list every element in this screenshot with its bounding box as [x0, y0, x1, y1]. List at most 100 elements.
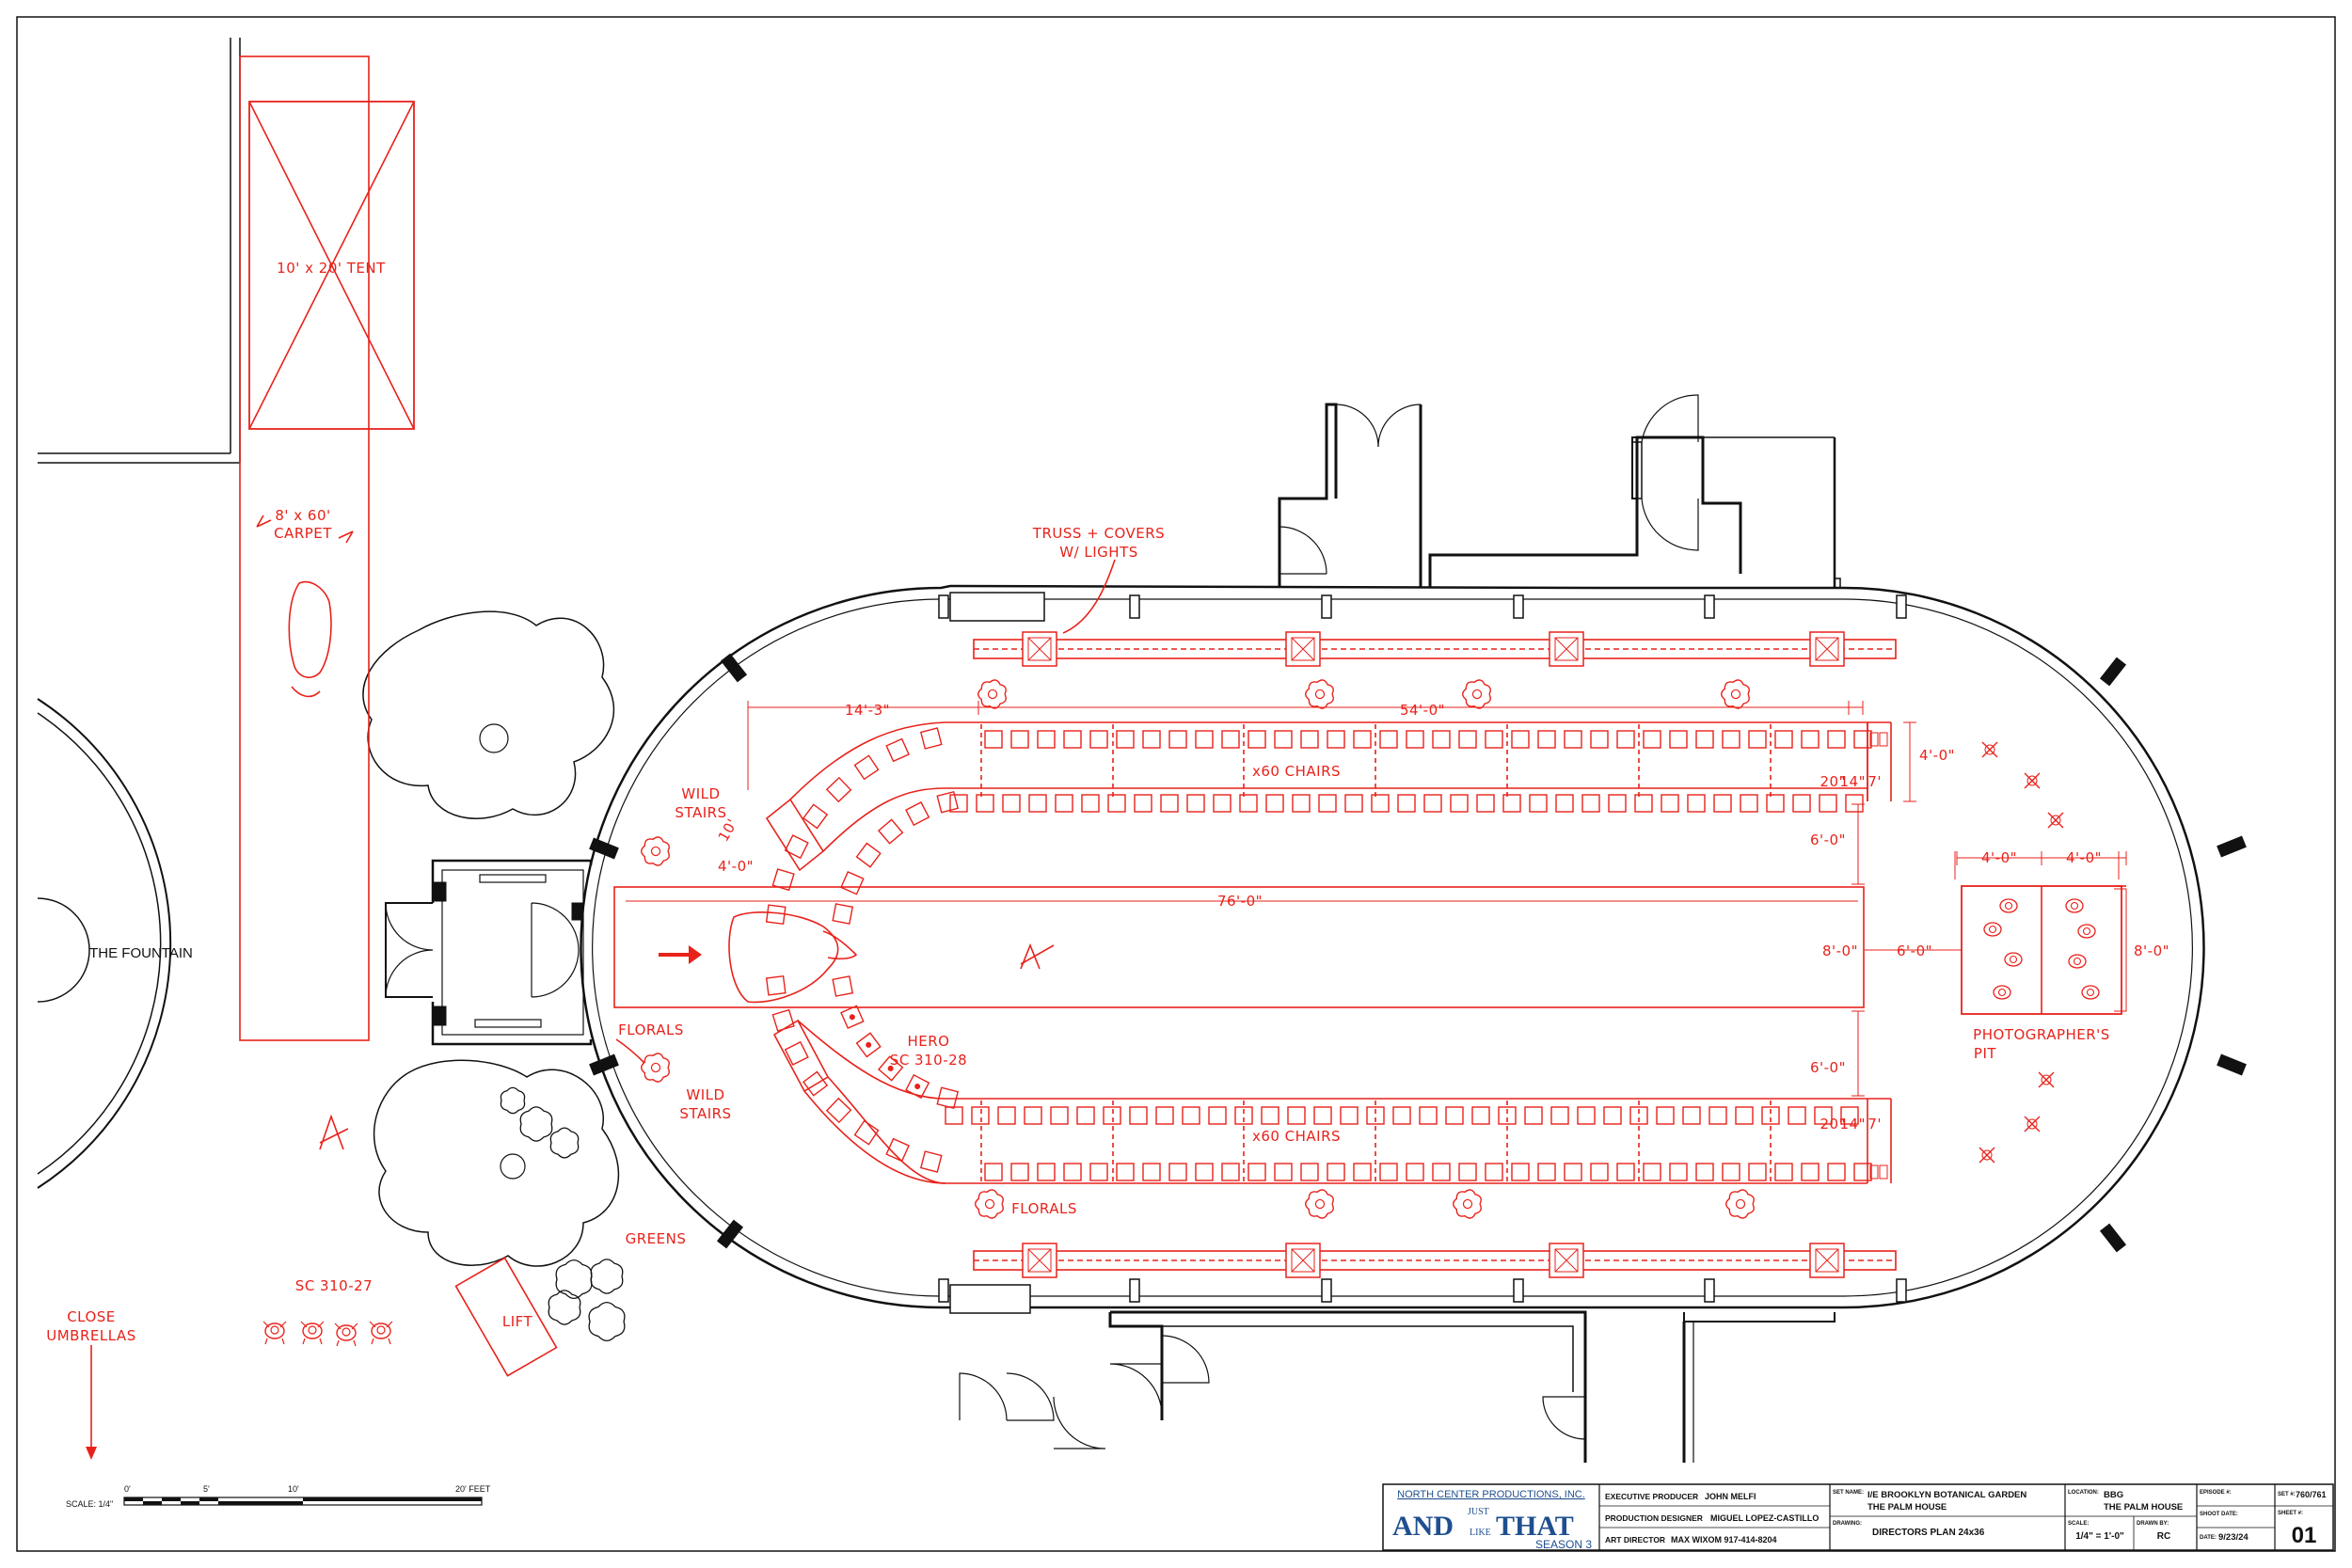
floral: [641, 1053, 670, 1083]
chair: [1300, 730, 1319, 749]
chair: [1502, 794, 1521, 813]
chair: [1722, 1163, 1740, 1181]
chair: [1353, 730, 1372, 749]
tent-label: 10' x 20' TENT: [277, 260, 386, 277]
drawn-by-label: DRAWN BY:: [2137, 1521, 2169, 1527]
dim-54-0: 54'-0": [1400, 702, 1445, 719]
figure-head: [342, 1327, 351, 1337]
scale-tick-20: 20' FEET: [455, 1484, 491, 1494]
photographer-figure: [1983, 922, 2002, 937]
date-value: 9/23/24: [2218, 1532, 2249, 1543]
chair: [1406, 1163, 1424, 1181]
set-name-2: THE PALM HOUSE: [1867, 1502, 1947, 1513]
floral: [1305, 679, 1334, 709]
chair: [1581, 794, 1600, 813]
chair-end: [1879, 1164, 1888, 1180]
truss-label-1: TRUSS + COVERS: [1032, 525, 1165, 542]
figure-limbs: [369, 1321, 393, 1345]
drawing-label: DRAWING:: [1833, 1521, 1862, 1527]
photographer-figure: [2081, 985, 2100, 1000]
floral-center: [1314, 689, 1326, 700]
chair-box: [803, 803, 829, 830]
chair: [1010, 1163, 1029, 1181]
stair-chair: [832, 975, 854, 997]
chair: [1748, 730, 1767, 749]
episode-label: EPISODE #:: [2200, 1490, 2232, 1496]
dim-4-0-pit-b: 4'-0": [2066, 849, 2102, 866]
dim-8-0-pit: 8'-0": [2134, 942, 2169, 959]
chair: [1160, 794, 1179, 813]
dim-6-0-bot: 6'-0": [1810, 1059, 1846, 1076]
chair: [976, 794, 994, 813]
photographers-label-2: PIT: [1974, 1045, 1996, 1062]
prod-designer: MIGUEL LOPEZ-CASTILLO: [1710, 1513, 1819, 1523]
bush: [519, 1106, 553, 1142]
stair-chair: [765, 974, 787, 996]
chair: [1234, 1106, 1253, 1125]
photographer-figure: [2065, 898, 2084, 913]
chair-box: [771, 1008, 795, 1032]
scale-tick-5: 5': [203, 1484, 210, 1494]
chair: [1318, 794, 1337, 813]
truss-cross: [1815, 637, 1839, 661]
dim-4-0-pit-a: 4'-0": [1981, 849, 2017, 866]
chair: [1682, 1106, 1701, 1125]
chair: [1616, 1163, 1635, 1181]
chair: [1740, 794, 1758, 813]
stair-chair: [855, 842, 882, 868]
hero-chair: [877, 1055, 904, 1082]
chair: [1827, 1163, 1846, 1181]
chair: [1458, 730, 1477, 749]
chair: [1708, 1106, 1727, 1125]
drawing-title: DIRECTORS PLAN 24x36: [1872, 1528, 1985, 1538]
chair: [1845, 794, 1864, 813]
chair: [1379, 730, 1398, 749]
extra-figure: [334, 1323, 358, 1347]
floral-center: [650, 1062, 661, 1073]
sc-310-27-label: SC 310-27: [295, 1277, 373, 1294]
photographer-body: [1993, 985, 2011, 1000]
figure-head: [308, 1325, 317, 1335]
chair-box: [765, 974, 787, 996]
chair: [1024, 1106, 1042, 1125]
chair: [1103, 1106, 1121, 1125]
chair: [1564, 730, 1582, 749]
chair-box: [784, 834, 809, 860]
dim-14-bot: 14": [1840, 1116, 1867, 1132]
chair: [1116, 730, 1135, 749]
chair: [1340, 1106, 1359, 1125]
lamp-mark: [1981, 741, 1998, 758]
bush: [590, 1259, 624, 1294]
photographer-figure: [1999, 898, 2018, 913]
bush: [588, 1301, 626, 1342]
logo-season: SEASON 3: [1535, 1538, 1592, 1551]
stair-chair: [840, 870, 865, 895]
wild-stairs-top-1: WILD: [681, 785, 720, 802]
dim-4-0-left: 4'-0": [718, 858, 754, 875]
scale-label: SCALE:: [2068, 1521, 2089, 1527]
chair: [1853, 730, 1872, 749]
chair: [1313, 1106, 1332, 1125]
stair-chair: [919, 727, 943, 750]
photographer-body: [2081, 985, 2100, 1000]
chair: [1827, 730, 1846, 749]
stair-chair: [765, 904, 787, 926]
chair: [997, 1106, 1016, 1125]
carpet-runner: [239, 55, 370, 1041]
stair-chair: [771, 1008, 795, 1032]
hero-chair: [840, 1005, 865, 1030]
floral-center: [984, 1198, 995, 1210]
floral: [1725, 1189, 1755, 1219]
truss-cross: [1554, 637, 1579, 661]
floral-outline: [641, 836, 670, 866]
photographer-head: [2086, 988, 2095, 997]
chair: [1555, 794, 1574, 813]
truss-box-inner: [1027, 1248, 1052, 1273]
extra-figure: [369, 1321, 393, 1345]
dim-8-0-aisle: 8'-0": [1822, 942, 1858, 959]
chair-box: [919, 1150, 943, 1173]
dim-14-top: 14": [1840, 773, 1867, 790]
chair: [1055, 794, 1073, 813]
chair-box: [832, 975, 854, 997]
chair: [1498, 1106, 1517, 1125]
